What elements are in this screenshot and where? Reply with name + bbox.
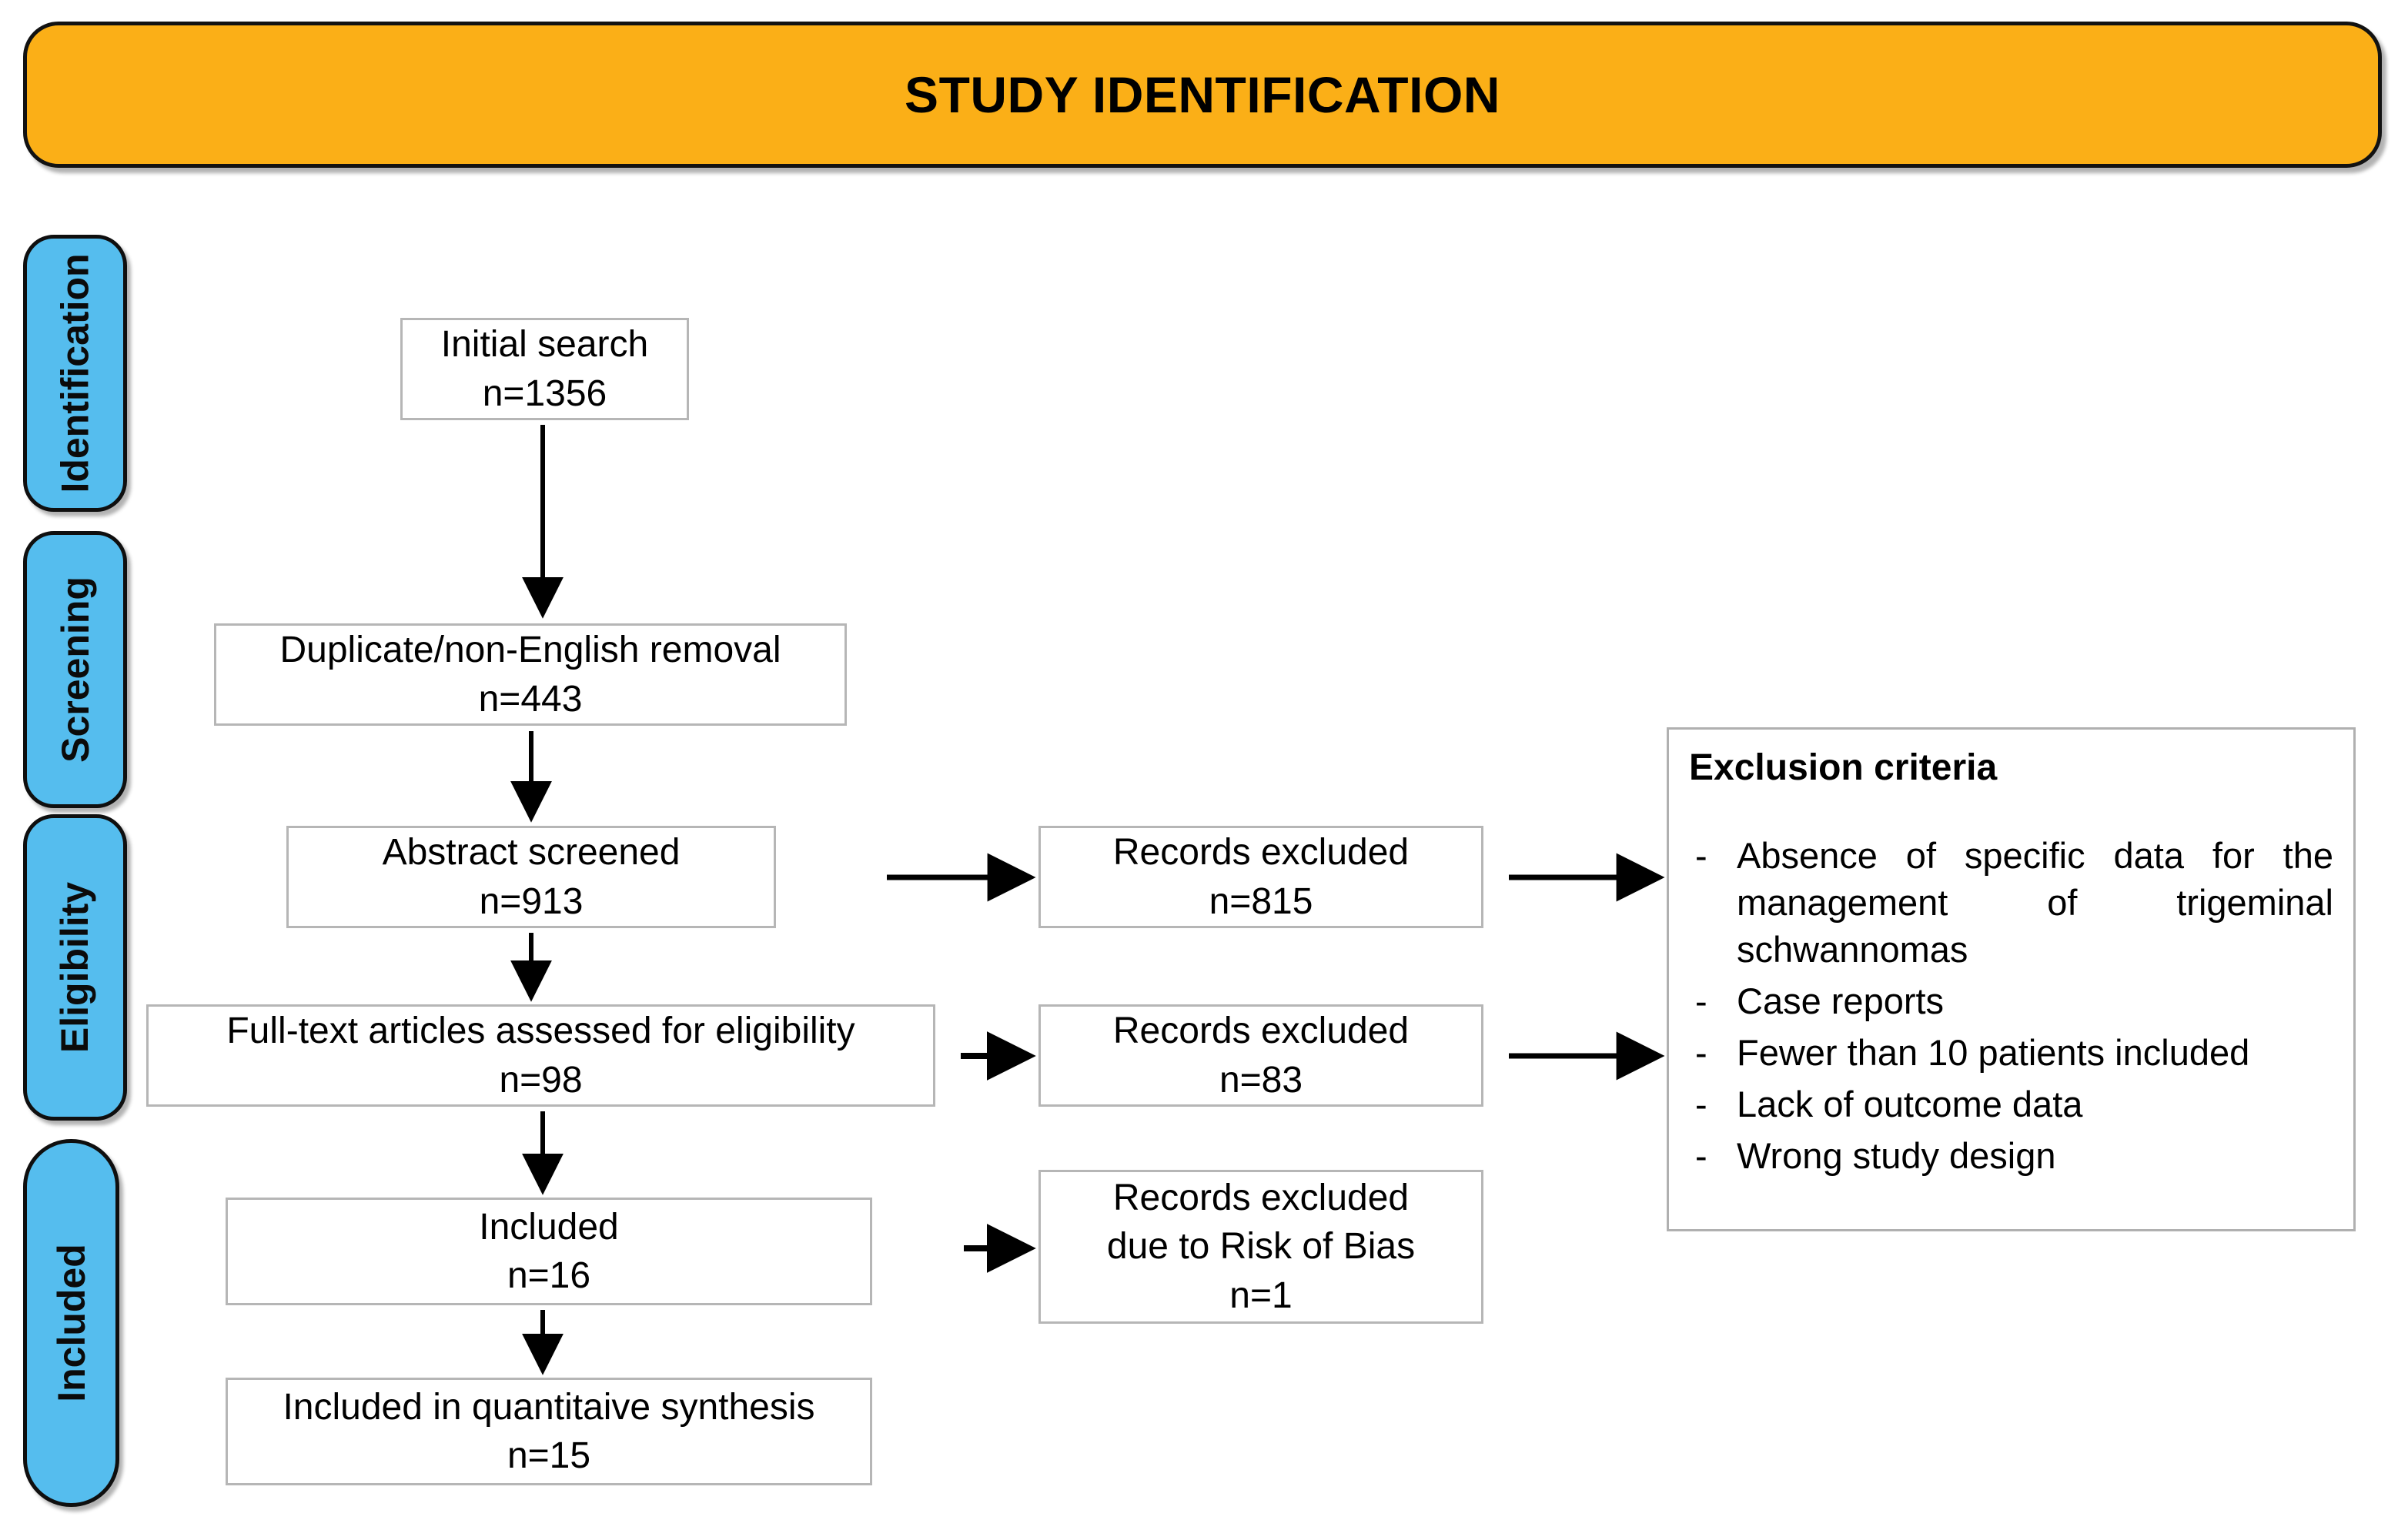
flow-box-excluded-fulltext: Records excluded n=83 [1038, 1004, 1483, 1107]
exclusion-criteria-panel: Exclusion criteria - Absence of specific… [1667, 727, 2356, 1231]
included-label: Included [479, 1206, 619, 1248]
duplicate-removal-count: n=443 [478, 678, 583, 720]
flow-box-abstract-screened: Abstract screened n=913 [286, 826, 776, 928]
excluded-abstract-label: Records excluded [1112, 832, 1410, 874]
exclusion-criteria-item-text: Case reports [1737, 980, 1945, 1022]
excluded-abstract-count: n=815 [1209, 880, 1313, 922]
exclusion-criteria-list: - Absence of specific data for the manag… [1689, 832, 2333, 1180]
fulltext-assessed-count: n=98 [499, 1059, 583, 1101]
excluded-fulltext-count: n=83 [1219, 1059, 1303, 1101]
exclusion-criteria-item-text: Wrong study design [1737, 1135, 2056, 1177]
page-title: STUDY IDENTIFICATION [905, 66, 1500, 123]
quantitative-synthesis-count: n=15 [507, 1435, 591, 1476]
abstract-screened-count: n=913 [479, 880, 584, 922]
bullet-dash-icon: - [1695, 980, 1707, 1022]
exclusion-criteria-item-text: Fewer than 10 patients included [1737, 1032, 2250, 1074]
bullet-dash-icon: - [1695, 1032, 1707, 1074]
flow-box-quantitative-synthesis: Included in quantitaive synthesis n=15 [226, 1378, 872, 1485]
stage-label-screening: Screening [53, 576, 97, 763]
stage-pill-included[interactable]: Included [23, 1139, 119, 1507]
flow-box-duplicate-removal: Duplicate/non-English removal n=443 [214, 623, 847, 726]
exclusion-criteria-item: - Case reports [1689, 977, 2333, 1024]
exclusion-criteria-item-text: Absence of specific data for the managem… [1737, 834, 2333, 970]
excluded-rob-reason: due to Risk of Bias [1106, 1226, 1416, 1268]
stage-label-identification: Identification [53, 253, 97, 493]
bullet-dash-icon: - [1695, 1135, 1707, 1177]
quantitative-synthesis-label: Included in quantitaive synthesis [283, 1386, 815, 1428]
bullet-dash-icon: - [1695, 1084, 1707, 1125]
flow-box-included: Included n=16 [226, 1198, 872, 1305]
stage-pill-eligibility[interactable]: Eligibility [23, 814, 127, 1121]
initial-search-label: Initial search [440, 324, 649, 366]
exclusion-criteria-item: - Fewer than 10 patients included [1689, 1029, 2333, 1076]
exclusion-criteria-title: Exclusion criteria [1689, 747, 1998, 788]
initial-search-count: n=1356 [482, 372, 607, 414]
excluded-rob-label: Records excluded [1112, 1177, 1410, 1218]
exclusion-criteria-item: - Wrong study design [1689, 1132, 2333, 1179]
exclusion-criteria-item-text: Lack of outcome data [1737, 1084, 2083, 1125]
duplicate-removal-label: Duplicate/non-English removal [279, 630, 781, 671]
stage-pill-identification[interactable]: Identification [23, 235, 127, 512]
stage-label-included: Included [49, 1244, 93, 1402]
abstract-screened-label: Abstract screened [382, 832, 681, 874]
study-identification-banner: STUDY IDENTIFICATION [23, 22, 2382, 168]
flow-box-excluded-risk-of-bias: Records excluded due to Risk of Bias n=1 [1038, 1170, 1483, 1324]
stage-pill-screening[interactable]: Screening [23, 531, 127, 808]
stage-label-eligibility: Eligibility [53, 881, 97, 1054]
exclusion-criteria-item: - Absence of specific data for the manag… [1689, 832, 2333, 973]
flow-box-excluded-abstract: Records excluded n=815 [1038, 826, 1483, 928]
flow-box-initial-search: Initial search n=1356 [400, 318, 689, 420]
bullet-dash-icon: - [1695, 834, 1707, 876]
excluded-rob-count: n=1 [1229, 1274, 1293, 1316]
flow-box-fulltext-assessed: Full-text articles assessed for eligibil… [146, 1004, 935, 1107]
excluded-fulltext-label: Records excluded [1112, 1011, 1410, 1052]
exclusion-criteria-item: - Lack of outcome data [1689, 1081, 2333, 1127]
fulltext-assessed-label: Full-text articles assessed for eligibil… [226, 1011, 855, 1052]
included-count: n=16 [507, 1255, 591, 1296]
